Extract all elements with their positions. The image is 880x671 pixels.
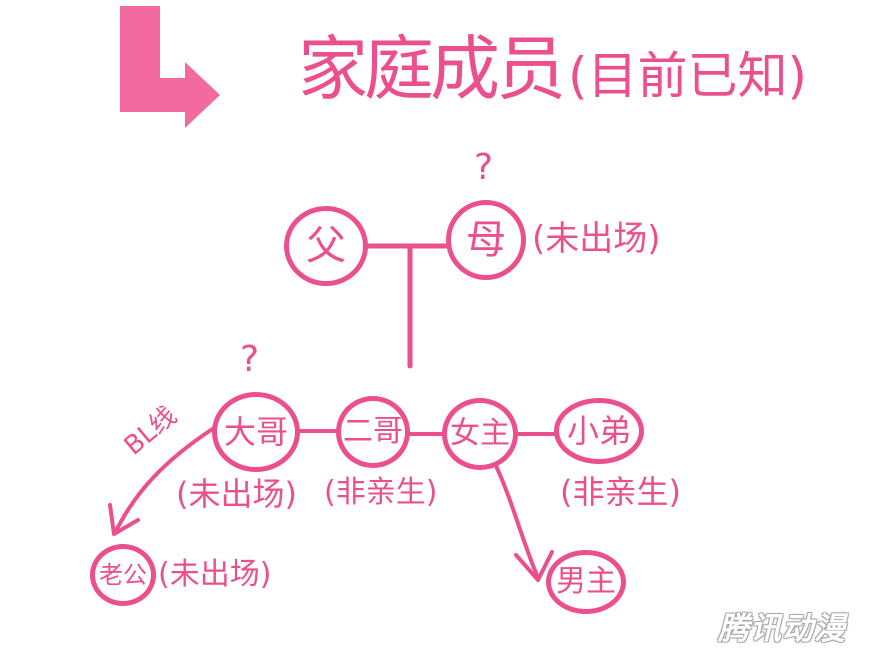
title-note: (目前已知) xyxy=(568,47,808,105)
node-male-lead-label: 男主 xyxy=(556,564,616,599)
eldest-question-mark: ? xyxy=(240,339,260,380)
node-eldest-partner-label: 老公 xyxy=(99,561,147,589)
node-second-brother-label: 二哥 xyxy=(343,414,403,449)
eldest-partner-note: (未出场) xyxy=(158,557,272,592)
node-second-brother: 二哥 xyxy=(336,396,410,468)
younger-note: (非亲生) xyxy=(560,473,681,511)
page-title: 家庭成员(目前已知) xyxy=(298,34,807,104)
node-male-lead: 男主 xyxy=(546,550,626,614)
node-younger-brother-label: 小弟 xyxy=(566,412,631,450)
bl-arrow xyxy=(113,426,216,535)
node-father: 父 xyxy=(284,206,368,286)
node-father-label: 父 xyxy=(306,223,346,269)
corner-arrow-icon xyxy=(120,6,220,128)
node-mother-label: 母 xyxy=(466,217,506,263)
mother-note: (未出场) xyxy=(532,219,661,259)
node-younger-brother: 小弟 xyxy=(554,398,644,464)
node-eldest-brother: 大哥 xyxy=(212,392,300,472)
second-note: (非亲生) xyxy=(324,475,438,510)
node-mother: 母 xyxy=(446,200,526,280)
male-lead-arrow-head xyxy=(514,550,554,582)
male-lead-arrow xyxy=(494,464,540,580)
watermark-logo: 腾讯动漫 xyxy=(718,611,846,647)
title-main: 家庭成员 xyxy=(298,28,566,110)
mother-question-mark: ? xyxy=(474,147,494,188)
node-eldest-partner: 老公 xyxy=(90,544,156,606)
bl-arrow-head xyxy=(108,503,140,536)
eldest-note: (未出场) xyxy=(176,475,297,513)
node-heroine: 女主 xyxy=(442,398,518,470)
node-eldest-brother-label: 大哥 xyxy=(223,413,288,451)
node-heroine-label: 女主 xyxy=(450,416,510,451)
